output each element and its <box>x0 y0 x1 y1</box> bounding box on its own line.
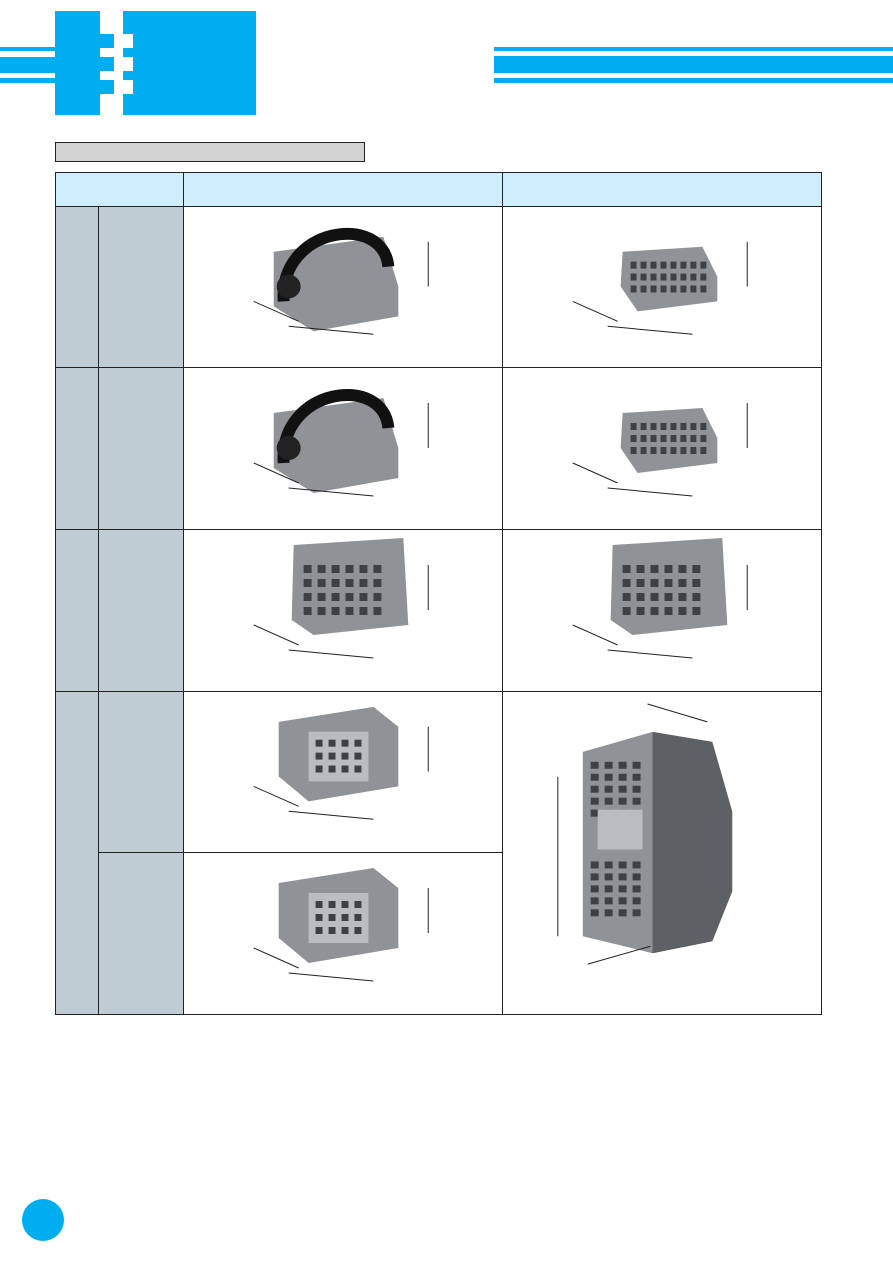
connector-illustration <box>572 403 748 497</box>
header-cell-image-a <box>183 172 503 207</box>
connector-image <box>183 367 503 530</box>
section-title-bar <box>55 142 365 162</box>
connector-image <box>183 529 503 692</box>
connector-table <box>55 172 822 1015</box>
connector-illustration <box>572 538 748 659</box>
header-cell-image-b <box>502 172 822 207</box>
connector-image <box>183 852 503 1015</box>
table-row <box>55 691 822 1015</box>
table-row <box>55 206 822 368</box>
row-label-cell <box>98 529 184 692</box>
row-label-cell <box>98 852 184 1015</box>
connector-illustration <box>253 538 429 659</box>
row-group-cell <box>55 691 99 1015</box>
page-number-circle <box>22 1199 64 1241</box>
connector-image-large <box>502 691 822 1015</box>
connector-image <box>502 206 822 368</box>
connector-illustration <box>253 868 429 982</box>
connector-image <box>183 691 503 853</box>
row-group-cell <box>55 206 99 368</box>
row-label-cell <box>98 691 184 853</box>
connector-image <box>502 367 822 530</box>
row-group-cell <box>55 529 99 692</box>
table-row <box>55 367 822 530</box>
connector-illustration <box>253 389 429 497</box>
connector-image <box>502 529 822 692</box>
connector-image <box>183 206 503 368</box>
table-row <box>55 529 822 692</box>
table-row <box>56 852 822 1015</box>
table-header-row <box>55 172 822 207</box>
connector-illustration <box>253 227 429 335</box>
connector-illustration <box>557 703 733 965</box>
row-group-cell <box>55 367 99 530</box>
header-cell-type <box>55 172 184 207</box>
connector-illustration <box>572 241 748 335</box>
row-label-cell <box>98 367 184 530</box>
row-label-cell <box>98 206 184 368</box>
connector-illustration <box>253 706 429 820</box>
